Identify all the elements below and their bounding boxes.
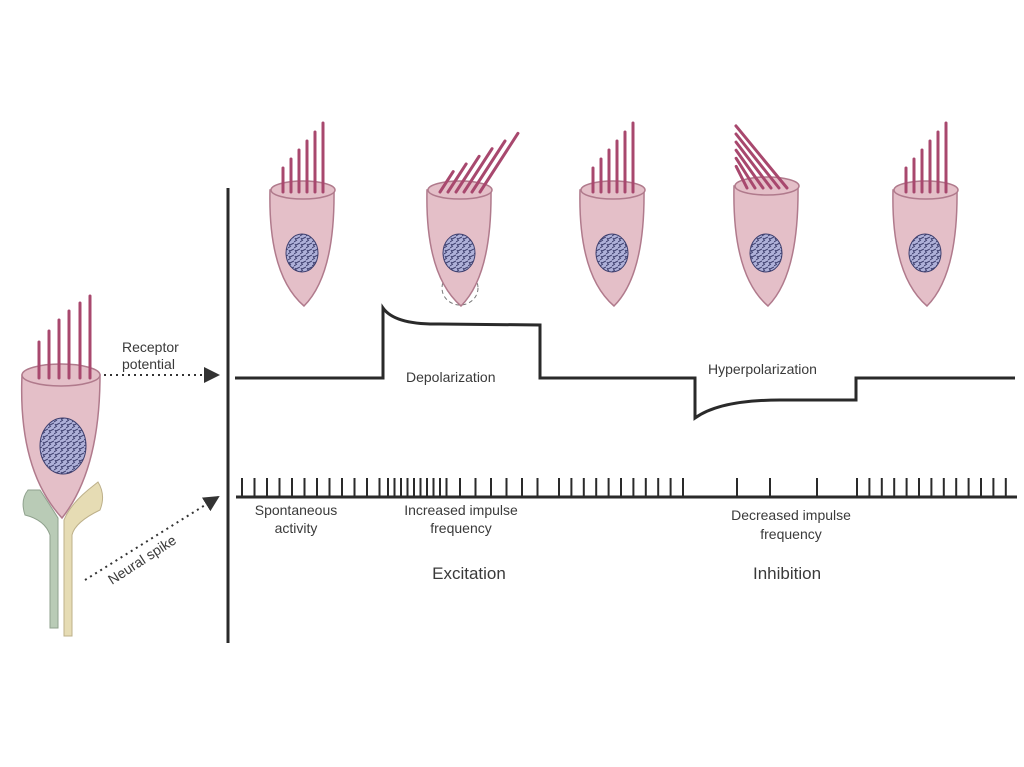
cuticular-plate (270, 180, 336, 200)
nucleus (39, 417, 87, 475)
stereocilia (37, 294, 92, 380)
nucleus (595, 233, 629, 273)
vesicle-release (441, 270, 479, 306)
top-hair-cell (426, 131, 520, 308)
cuticular-plate (580, 180, 646, 200)
spontaneous-label-2: activity (275, 520, 318, 536)
left-hair-cell (20, 294, 104, 637)
stereocilia (904, 121, 948, 194)
nucleus (285, 233, 319, 273)
top-hair-cells (269, 121, 959, 308)
excitation-label: Excitation (432, 564, 506, 583)
nucleus (908, 233, 942, 273)
nucleus (749, 233, 783, 273)
efferent-nerve (63, 481, 104, 637)
decreased-label-2: frequency (760, 526, 821, 542)
stereocilia (281, 121, 325, 194)
afferent-nerve (22, 489, 59, 629)
increased-label: Increased impulse (404, 502, 518, 518)
top-hair-cell (733, 124, 800, 308)
stereocilia (591, 121, 635, 194)
stereocilia (438, 131, 520, 194)
neural-spike-arrow (84, 495, 220, 581)
hyperpolarization-label: Hyperpolarization (708, 361, 817, 377)
nucleus (442, 233, 476, 273)
top-hair-cell (892, 121, 959, 308)
receptor-potential-label: Receptor (122, 339, 179, 355)
spontaneous-label: Spontaneous (255, 502, 338, 518)
stereocilia (734, 124, 789, 190)
spike-train (241, 478, 1007, 497)
top-hair-cell (269, 121, 336, 308)
increased-label-2: frequency (430, 520, 491, 536)
top-hair-cell (579, 121, 646, 308)
inhibition-label: Inhibition (753, 564, 821, 583)
depolarization-label: Depolarization (406, 369, 496, 385)
cuticular-plate (21, 363, 101, 387)
receptor-potential-trace (235, 303, 1015, 421)
receptor-potential-label-2: potential (122, 356, 175, 372)
cuticular-plate (893, 180, 959, 200)
decreased-label: Decreased impulse (731, 507, 851, 523)
